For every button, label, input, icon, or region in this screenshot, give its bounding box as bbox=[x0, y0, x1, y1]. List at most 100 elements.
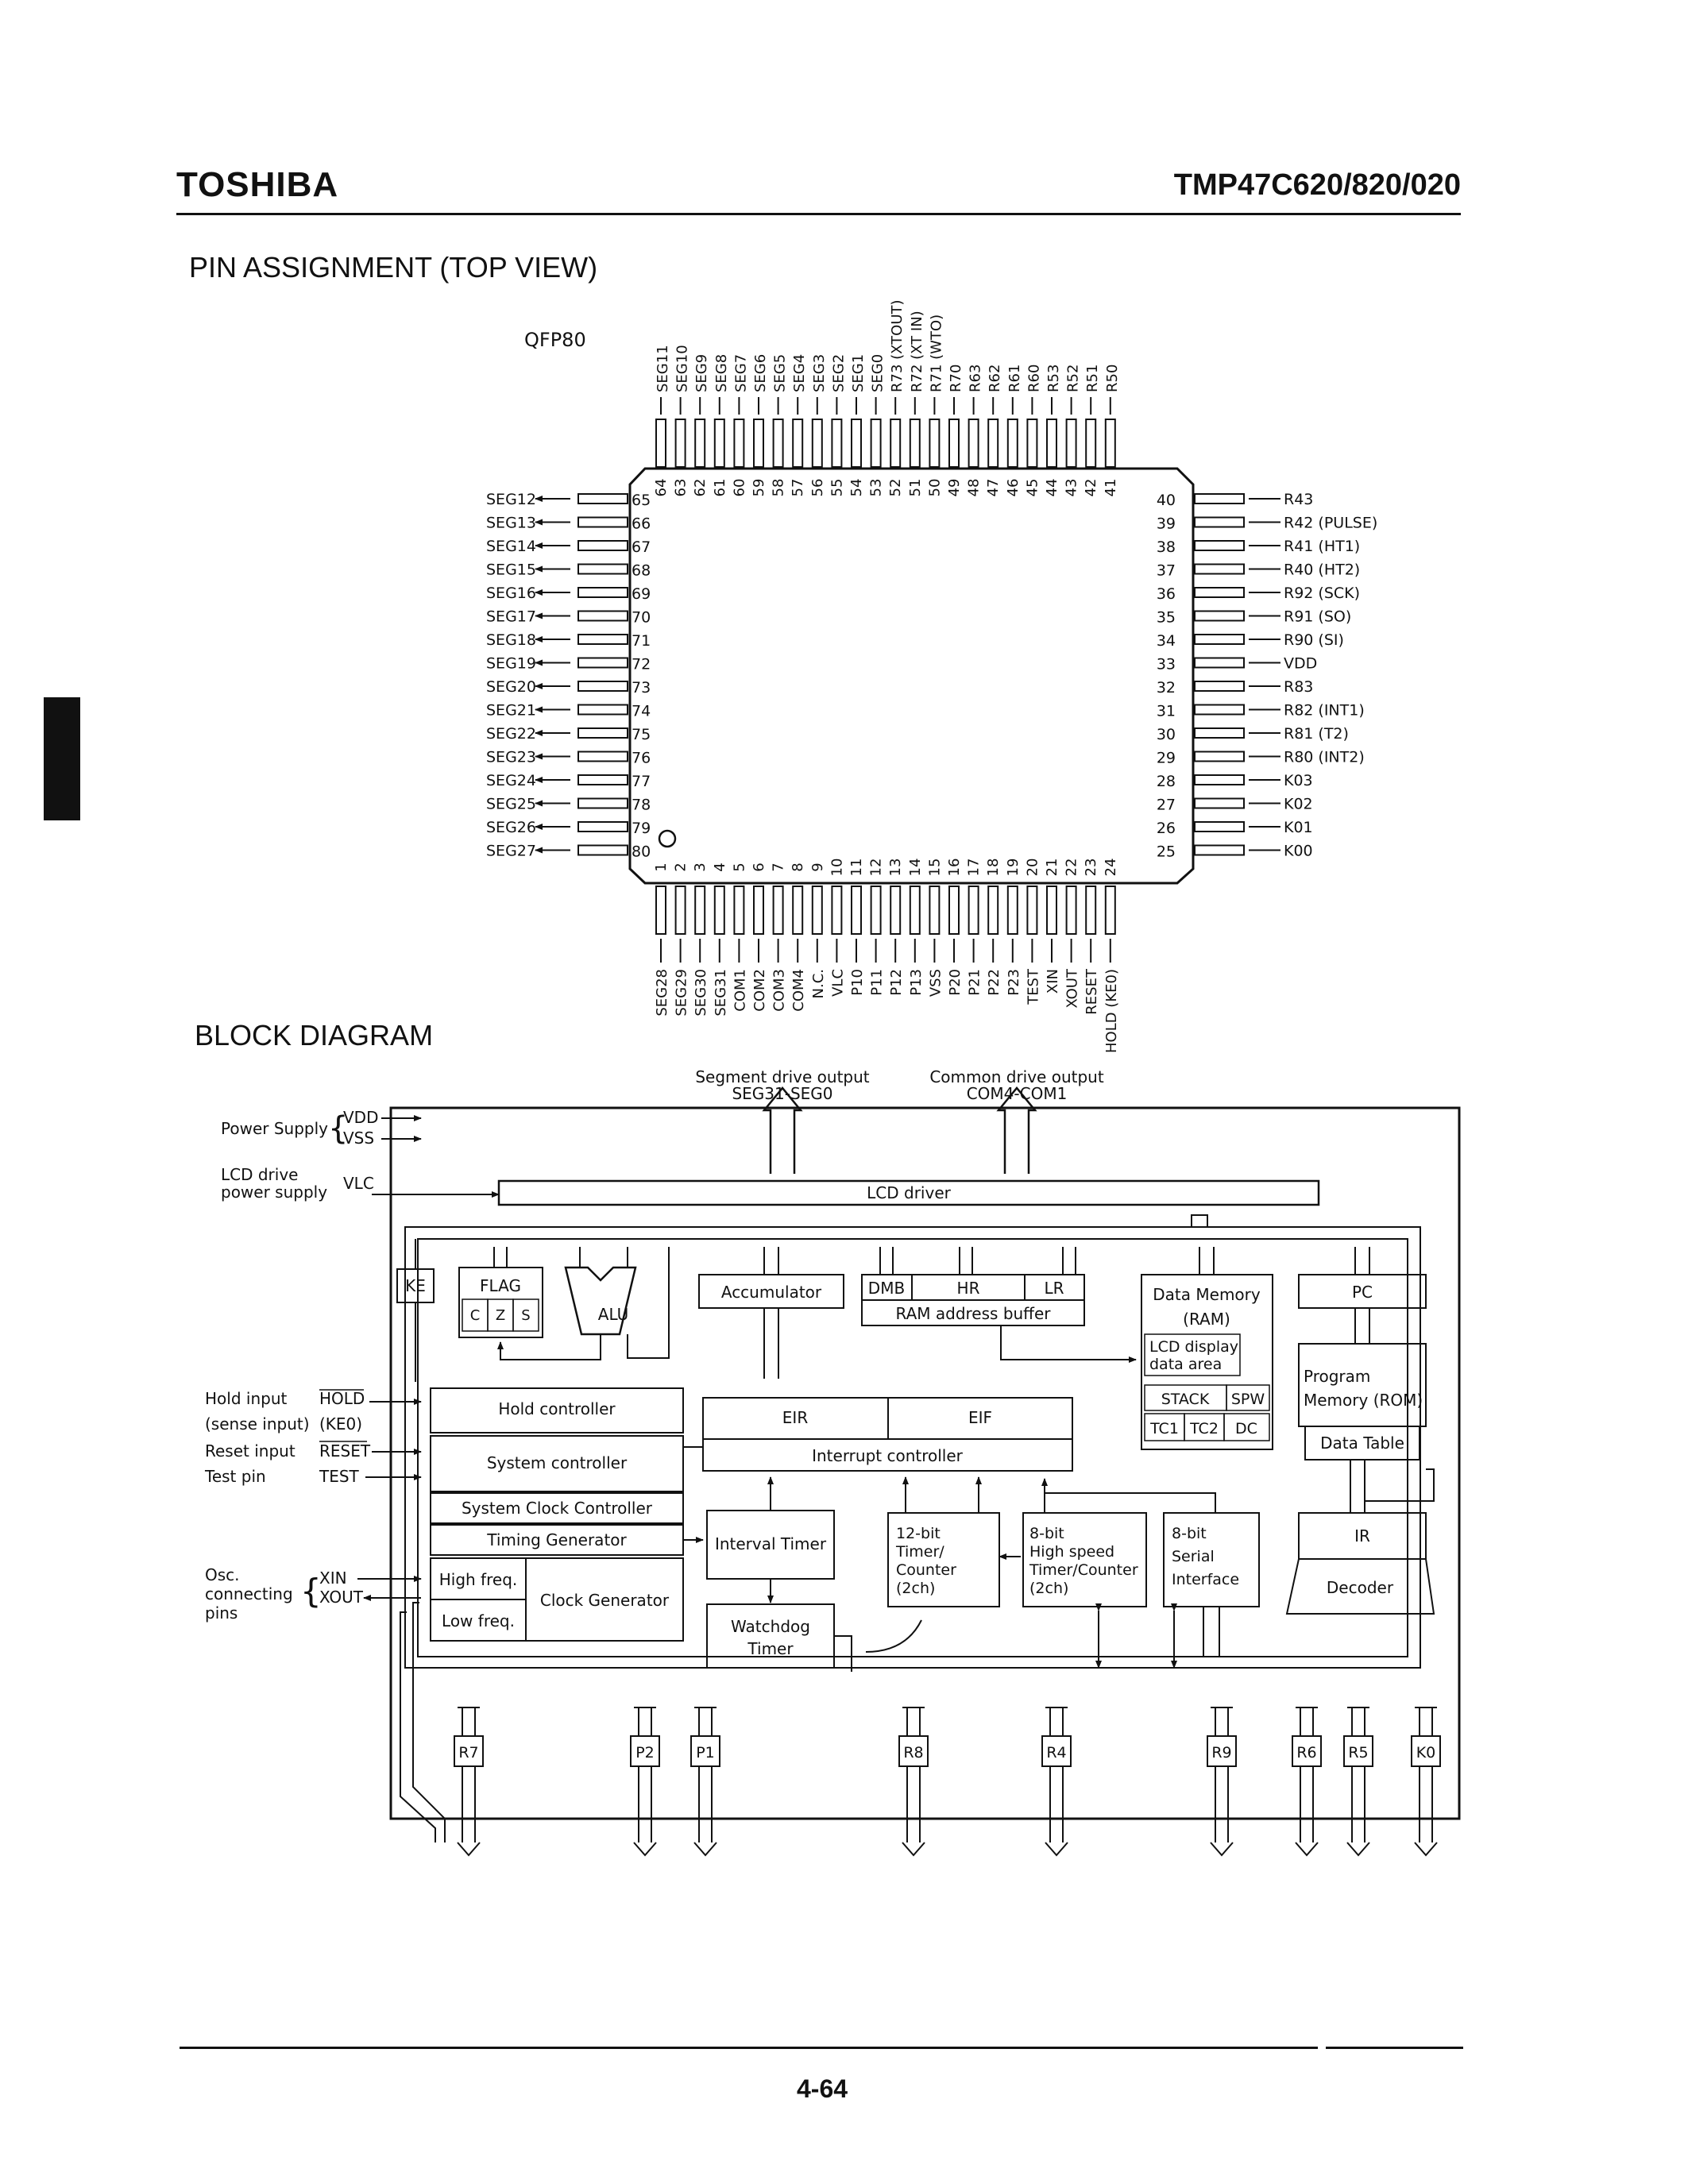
program-memory-label-1: Program bbox=[1304, 1367, 1370, 1386]
pin-label: R92 (SCK) bbox=[1284, 585, 1360, 602]
serial-label-2: Serial bbox=[1172, 1548, 1215, 1565]
data-table-block bbox=[1304, 1426, 1420, 1461]
port-bus-link bbox=[1347, 1707, 1369, 1736]
pin-lead bbox=[577, 681, 628, 692]
pin-lead bbox=[811, 886, 823, 935]
port-label: P2 bbox=[635, 1744, 655, 1761]
port-label: R8 bbox=[903, 1744, 923, 1761]
hr-label: HR bbox=[957, 1279, 980, 1298]
t8-serial-link bbox=[1044, 1492, 1216, 1513]
pin-number: 41 bbox=[1103, 479, 1119, 497]
pin-number: 49 bbox=[946, 479, 963, 497]
pin-number: 16 bbox=[946, 859, 963, 877]
port-pin-bus bbox=[633, 1766, 657, 1857]
pin-lead bbox=[1194, 516, 1245, 528]
pin-number: 39 bbox=[1157, 515, 1176, 533]
flag-bus-link bbox=[493, 1247, 508, 1268]
ram-address-buffer-label: RAM address buffer bbox=[896, 1304, 1052, 1323]
pin-lead bbox=[909, 419, 921, 468]
port-bus-link bbox=[1045, 1707, 1068, 1736]
pin-number: 58 bbox=[771, 479, 787, 497]
seg-output-bus bbox=[762, 1086, 803, 1174]
pin-number: 37 bbox=[1157, 562, 1176, 580]
pin-lead bbox=[655, 886, 666, 935]
pin-number: 78 bbox=[632, 797, 651, 814]
pin-assignment-title: PIN ASSIGNMENT (TOP VIEW) bbox=[189, 251, 598, 284]
port-pin-bus bbox=[1210, 1766, 1234, 1857]
timer12-label-1: 12-bit bbox=[896, 1525, 941, 1542]
pin-lead bbox=[577, 563, 628, 575]
pin-label: SEG0 bbox=[870, 354, 886, 392]
alu-flag-link bbox=[497, 1334, 601, 1360]
pin-label: SEG10 bbox=[674, 345, 691, 392]
pin-number: 8 bbox=[790, 862, 806, 871]
pin-lead bbox=[1104, 419, 1116, 468]
flag-block bbox=[458, 1267, 543, 1338]
system-clock-block bbox=[430, 1492, 684, 1524]
pin-label: R63 bbox=[968, 365, 984, 392]
pin-label: SEG4 bbox=[791, 354, 808, 392]
pin-label: SEG21 bbox=[486, 702, 536, 720]
osc-label-2: connecting bbox=[205, 1584, 293, 1603]
rom-ir-link bbox=[1350, 1460, 1365, 1513]
pin-number: 56 bbox=[809, 479, 826, 497]
pin-label: SEG16 bbox=[486, 585, 536, 602]
pin-number: 47 bbox=[985, 479, 1002, 497]
tc2-label: TC2 bbox=[1189, 1420, 1219, 1437]
pin-number: 71 bbox=[632, 632, 651, 650]
pin-number: 74 bbox=[632, 703, 651, 720]
pin-label: R43 bbox=[1284, 491, 1313, 508]
pin-lead bbox=[1085, 886, 1097, 935]
pin-number: 29 bbox=[1157, 750, 1176, 767]
pin-number: 4 bbox=[712, 862, 728, 871]
pin-lead bbox=[694, 419, 706, 468]
pin-lead bbox=[1194, 774, 1245, 785]
vss-label: VSS bbox=[343, 1129, 374, 1148]
pin-label: SEG12 bbox=[486, 491, 536, 508]
pin-lead bbox=[831, 419, 843, 468]
pin-number: 18 bbox=[985, 859, 1002, 877]
pin-label: SEG2 bbox=[830, 354, 847, 392]
flag-s-cell bbox=[512, 1298, 539, 1332]
watchdog-label-1: Watchdog bbox=[731, 1617, 810, 1636]
xin-label: XIN bbox=[319, 1569, 347, 1588]
system-clock-label: System Clock Controller bbox=[462, 1499, 653, 1518]
pin-number: 80 bbox=[632, 843, 651, 861]
pin-number: 55 bbox=[829, 479, 845, 497]
pin-label: SEG28 bbox=[654, 969, 670, 1017]
port-block bbox=[1343, 1735, 1373, 1767]
pin-number: 53 bbox=[868, 479, 885, 497]
pin-lead bbox=[987, 419, 999, 468]
pin-label: P11 bbox=[869, 969, 886, 996]
brand-logo: TOSHIBA bbox=[176, 165, 339, 204]
pin-lead bbox=[1194, 844, 1245, 856]
pin-label: RESET bbox=[1083, 968, 1100, 1015]
pin-label: COM4 bbox=[790, 969, 807, 1012]
pin-number: 36 bbox=[1157, 585, 1176, 603]
header-rule bbox=[176, 213, 1461, 215]
pin-number: 69 bbox=[632, 585, 651, 603]
pin-lead bbox=[1194, 657, 1245, 669]
pin-label: COM1 bbox=[732, 969, 748, 1012]
high-freq-label: High freq. bbox=[439, 1570, 518, 1589]
pin-number: 1 bbox=[653, 862, 670, 871]
pin-label: SEG30 bbox=[693, 969, 709, 1017]
pin1-marker bbox=[658, 829, 677, 848]
pin-label: P10 bbox=[849, 969, 866, 996]
pin-lead bbox=[1194, 610, 1245, 622]
pin-number: 25 bbox=[1157, 843, 1176, 861]
pin-lead bbox=[948, 419, 960, 468]
pin-number: 60 bbox=[731, 479, 747, 497]
pin-label: COM3 bbox=[771, 969, 788, 1012]
decoder-block bbox=[1285, 1558, 1435, 1615]
timer12-label-4: (2ch) bbox=[896, 1580, 935, 1597]
pin-lead bbox=[577, 797, 628, 809]
pin-lead bbox=[1194, 797, 1245, 809]
brace-power: { bbox=[328, 1110, 348, 1147]
pin-lead bbox=[577, 516, 628, 528]
pin-label: R90 (SI) bbox=[1284, 631, 1344, 649]
port-label: R5 bbox=[1348, 1744, 1368, 1761]
page-number: 4-64 bbox=[797, 2074, 848, 2103]
pin-number: 42 bbox=[1083, 479, 1099, 497]
pin-label: XOUT bbox=[1064, 968, 1081, 1009]
